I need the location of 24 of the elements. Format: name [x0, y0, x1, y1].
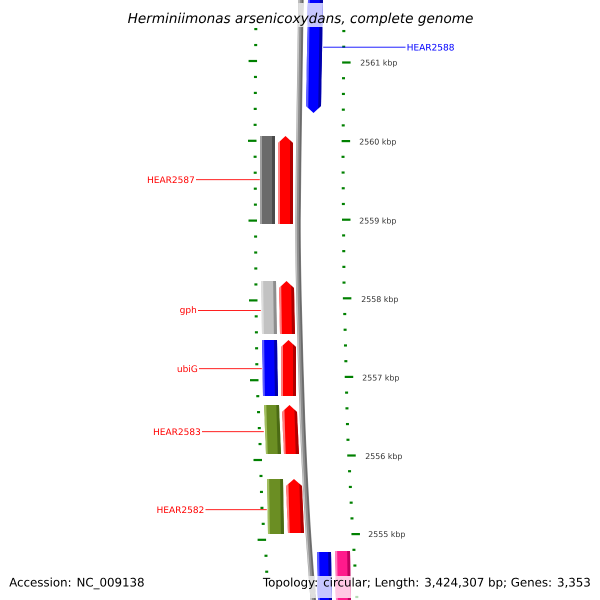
- gene-label: ubiG: [178, 365, 198, 372]
- gene-block: [286, 479, 304, 533]
- gene-bar: [262, 340, 278, 396]
- gene-bar: [260, 136, 275, 224]
- gene-label: HEAR2587: [148, 176, 194, 184]
- gene-bar: [267, 479, 284, 534]
- gene-bar: [261, 281, 277, 334]
- genome-info-text: Topology: circular; Length: 3,424,307 bp; Genes: 3,353: [262, 578, 590, 589]
- leader-line: [196, 179, 260, 180]
- gene-block: [281, 340, 296, 396]
- gene-label: HEAR2582: [157, 506, 204, 514]
- leader-line: [322, 46, 406, 48]
- leader-line: [205, 509, 268, 510]
- gene-block: [279, 281, 295, 334]
- leader-line: [198, 368, 262, 370]
- map-title: Herminiimonas arsenicoxydans, complete genome: [128, 12, 473, 26]
- gene-label: gph: [180, 306, 196, 315]
- accession-text: Accession: NC_009138: [9, 578, 144, 590]
- gene-label: HEAR2583: [154, 428, 200, 436]
- gene-block: [282, 405, 299, 454]
- leader-line: [198, 310, 262, 311]
- gene-label: HEAR2588: [408, 44, 454, 51]
- leader-line: [202, 431, 264, 432]
- gene-block: [278, 136, 293, 224]
